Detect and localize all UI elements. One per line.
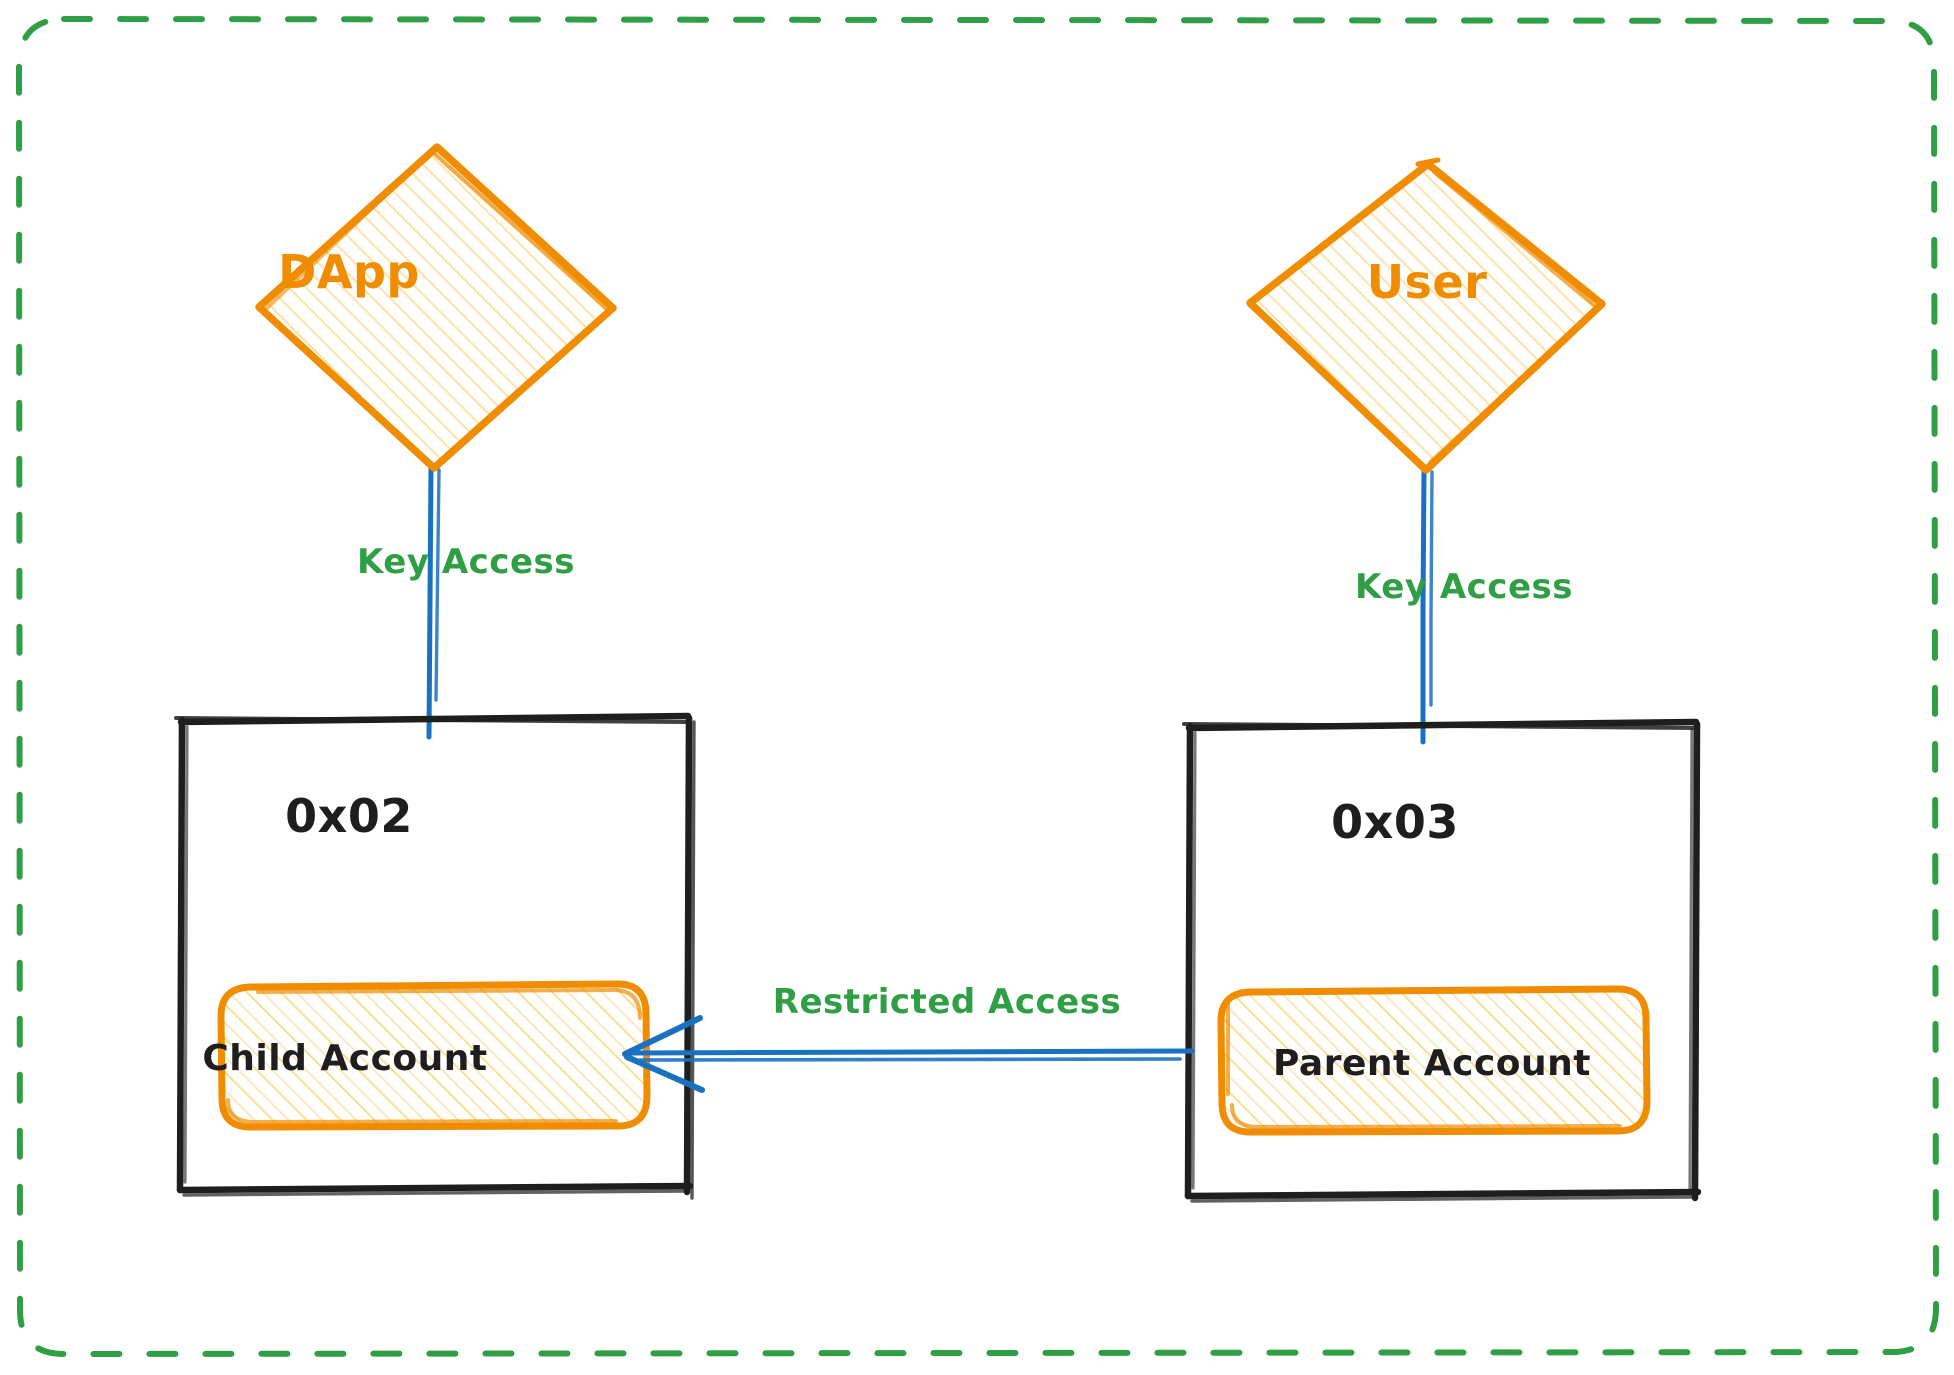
node-dapp[interactable]: DApp bbox=[255, 143, 617, 472]
edge-label-key-access-user: Key Access bbox=[1355, 567, 1573, 607]
node-label-dapp: DApp bbox=[278, 245, 420, 299]
node-label-0x02: 0x02 bbox=[285, 789, 413, 843]
edge-parent-to-child bbox=[622, 1015, 1195, 1093]
edge-user-to-0x03 bbox=[1420, 467, 1434, 745]
node-label-0x03: 0x03 bbox=[1331, 795, 1459, 849]
outer-frame bbox=[15, 15, 1940, 1358]
node-label-user: User bbox=[1367, 255, 1488, 309]
node-parent-account[interactable]: Parent Account bbox=[1217, 985, 1651, 1136]
node-account-0x02[interactable]: 0x02 bbox=[174, 712, 696, 1200]
edge-dapp-to-0x02 bbox=[426, 465, 441, 740]
node-account-0x03[interactable]: 0x03 bbox=[1182, 718, 1702, 1203]
node-user[interactable]: User bbox=[1246, 157, 1606, 474]
node-label-child-account: Child Account bbox=[202, 1038, 487, 1079]
node-label-parent-account: Parent Account bbox=[1273, 1043, 1591, 1084]
node-child-account[interactable]: Child Account bbox=[202, 980, 651, 1131]
edge-label-restricted-access: Restricted Access bbox=[773, 982, 1121, 1022]
edge-label-key-access-dapp: Key Access bbox=[357, 542, 575, 582]
